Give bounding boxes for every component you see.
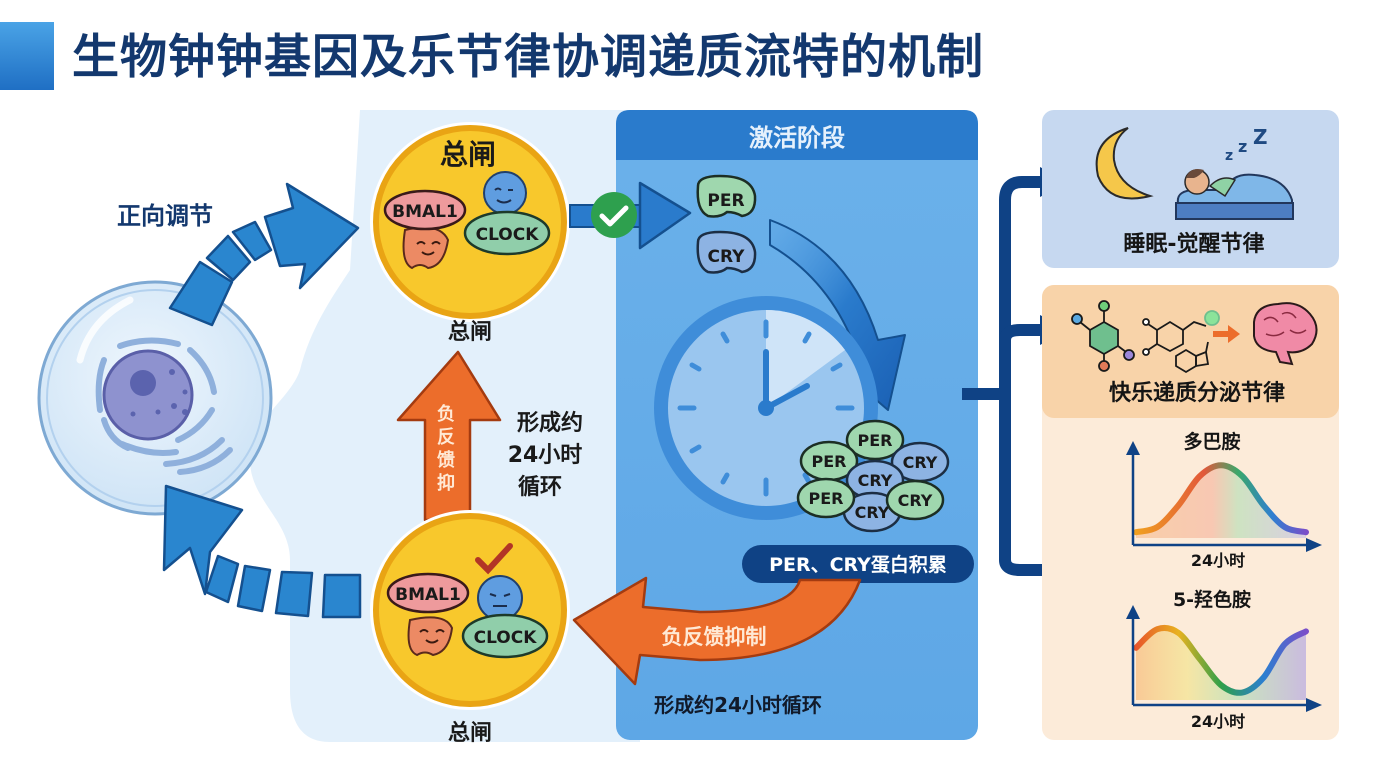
title-accent-bar — [0, 22, 54, 90]
dopamine-chart: 多巴胺 24小时 — [1126, 430, 1322, 570]
serotonin-line — [1133, 624, 1309, 696]
accumulation-badge-text: PER、CRY蛋白积累 — [769, 553, 947, 576]
per-label: PER — [707, 191, 744, 211]
cry-protein: CRY — [696, 230, 757, 274]
serotonin-x-arrow — [1306, 698, 1322, 712]
positive-regulation-arrow — [168, 182, 360, 327]
per-protein: PER — [696, 174, 757, 218]
arrow-right-icon — [1213, 325, 1240, 343]
negative-feedback-up-arrow: 负 反 馈 抑 — [396, 350, 502, 522]
return-arrow — [162, 484, 362, 619]
negative-feedback-label: 负反馈抑制 — [662, 625, 767, 649]
sleep-wake-panel: z z Z 睡眠-觉醒节律 — [1042, 110, 1339, 268]
cycle-text-line3: 循环 — [518, 474, 562, 500]
svg-text:z: z — [1238, 137, 1247, 156]
cell-icon — [37, 280, 273, 516]
cycle-text-line2: 24小时 — [508, 443, 583, 468]
dopamine-y-arrow — [1126, 441, 1140, 455]
svg-text:CRY: CRY — [903, 453, 938, 472]
feedback-vertical-char-4: 抑 — [437, 473, 455, 494]
activation-header: 激活阶段 — [749, 124, 845, 152]
svg-text:CRY: CRY — [855, 503, 890, 522]
cry-label: CRY — [708, 247, 746, 267]
sleep-wake-label: 睡眠-觉醒节律 — [1123, 231, 1264, 257]
bmal1-label-bottom: BMAL1 — [395, 585, 461, 605]
check-icon — [599, 205, 629, 227]
brain-icon — [1253, 302, 1318, 366]
svg-text:PER: PER — [809, 489, 844, 508]
activation-arrow — [569, 181, 692, 250]
serotonin-x-label: 24小时 — [1191, 712, 1245, 731]
zzz-icon: z — [1225, 148, 1233, 164]
svg-text:Z: Z — [1253, 125, 1268, 149]
check-mark-icon — [475, 543, 513, 575]
protein-cluster: PER PER CRY CRY CRY PER CRY — [796, 419, 950, 533]
master-gate-bottom: BMAL1 CLOCK — [370, 510, 570, 710]
dopamine-line — [1133, 462, 1309, 536]
cycle-text-line1: 形成约 — [517, 410, 583, 436]
svg-text:CRY: CRY — [898, 491, 933, 510]
neurotransmitter-label: 快乐递质分泌节律 — [1109, 380, 1285, 406]
feedback-vertical-char-1: 负 — [437, 403, 455, 425]
bmal1-label: BMAL1 — [392, 202, 458, 222]
feedback-vertical-char-3: 馈 — [437, 449, 455, 471]
serotonin-chart-title: 5-羟色胺 — [1173, 588, 1251, 611]
moon-icon — [1095, 127, 1154, 200]
negative-feedback-arrow: 负反馈抑制 — [572, 576, 862, 686]
feedback-vertical-char-2: 反 — [437, 427, 455, 448]
master-gate-top: 总闸 BMAL1 CLOCK — [370, 122, 570, 322]
clock-label: CLOCK — [476, 225, 540, 245]
sleeping-person-icon — [1175, 169, 1294, 220]
svg-text:PER: PER — [812, 452, 847, 471]
gate-title: 总闸 — [440, 138, 496, 171]
neurotransmitter-panel: 快乐递质分泌节律 — [1042, 285, 1339, 740]
page-title: 生物钟钟基因及乐节律协调递质流特的机制 — [72, 30, 984, 85]
accumulation-badge — [742, 545, 974, 583]
svg-text:CRY: CRY — [858, 471, 893, 490]
positive-regulation-label: 正向调节 — [117, 202, 213, 230]
molecule-icon — [1071, 300, 1220, 374]
svg-text:PER: PER — [858, 431, 893, 450]
serotonin-chart: 5-羟色胺 24小时 — [1126, 588, 1322, 731]
gate-top-caption: 总闸 — [448, 319, 492, 345]
serotonin-y-arrow — [1126, 605, 1140, 619]
gate-bottom-caption: 总闸 — [448, 720, 492, 746]
dopamine-x-label: 24小时 — [1191, 551, 1245, 570]
dopamine-area — [1136, 465, 1306, 538]
dopamine-x-arrow — [1306, 538, 1322, 552]
cycle-footer: 形成约24小时循环 — [654, 693, 822, 717]
clock-label-bottom: CLOCK — [474, 628, 538, 648]
progression-arrow — [769, 219, 906, 411]
dopamine-chart-title: 多巴胺 — [1183, 430, 1240, 453]
